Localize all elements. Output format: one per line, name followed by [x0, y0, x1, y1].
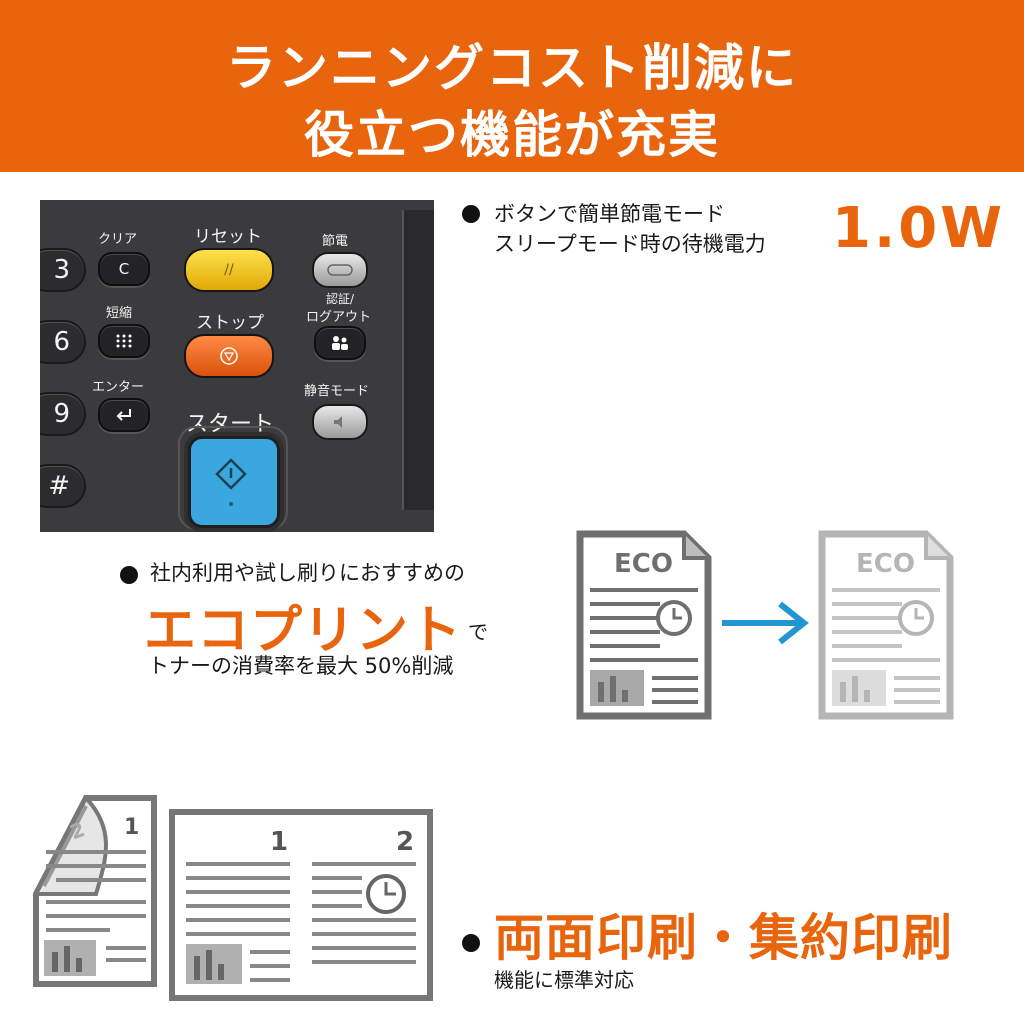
control-panel-photo: 3 6 9 # クリア C 短縮 エンター リセット // ストップ スタート	[40, 200, 434, 532]
clock-icon	[656, 600, 692, 636]
people-icon	[332, 336, 348, 350]
arrow-right-icon	[722, 601, 809, 645]
number-key-9[interactable]: 9	[40, 392, 86, 436]
duplex-title: 両面印刷・集約印刷	[494, 909, 953, 967]
number-key-3[interactable]: 3	[40, 248, 86, 292]
short-dial-label: 短縮	[106, 306, 133, 321]
stop-button[interactable]	[184, 334, 274, 378]
start-button-ring	[178, 426, 288, 530]
eco-line1: 社内利用や試し刷りにおすすめの	[150, 561, 465, 585]
eco-doc-label-light: ECO	[856, 549, 915, 579]
number-key-hash-label: #	[48, 471, 70, 501]
stop-label: ストップ	[196, 313, 264, 333]
flip-page-1: 1	[124, 815, 139, 840]
short-dial-button[interactable]	[98, 324, 150, 358]
duplex-flip-document: 1 2	[32, 794, 157, 987]
energy-save-button[interactable]	[312, 252, 368, 288]
clear-key-label: C	[118, 260, 130, 278]
number-key-6[interactable]: 6	[40, 320, 86, 364]
enter-label: エンター	[92, 380, 145, 395]
power-line2: スリープモード時の待機電力	[494, 232, 766, 256]
quiet-mode-button[interactable]	[312, 404, 368, 440]
keypad-icon	[116, 334, 132, 348]
number-key-hash[interactable]: #	[40, 464, 86, 508]
eco-doc-label: ECO	[614, 549, 673, 579]
clear-label: クリア	[98, 232, 138, 247]
bullet-icon	[120, 566, 138, 584]
start-button[interactable]	[188, 436, 280, 528]
nup-document: 1 2	[169, 809, 433, 1001]
number-key-3-label: 3	[53, 255, 70, 285]
bullet-icon	[462, 205, 480, 223]
auth-label-line2: ログアウト	[306, 310, 372, 325]
quiet-mode-label: 静音モード	[304, 384, 370, 399]
clock-icon	[898, 600, 934, 636]
start-label: スタート	[186, 412, 275, 437]
clock-icon	[366, 874, 406, 914]
clear-button[interactable]: C	[98, 252, 150, 286]
nup-page-2: 2	[396, 827, 414, 857]
energy-save-label: 節電	[322, 234, 349, 249]
power-line1: ボタンで簡単節電モード	[494, 202, 725, 226]
panel-edge	[402, 210, 434, 510]
banner-title-line1: ランニングコスト削減に	[226, 39, 798, 97]
diamond-start-icon	[215, 458, 247, 506]
bullet-icon	[462, 934, 480, 952]
standby-power-value: 1.0W	[832, 196, 1005, 261]
enter-button[interactable]	[98, 398, 150, 432]
eco-line3: トナーの消費率を最大 50%削減	[148, 654, 454, 678]
banner-title-line2: 役立つ機能が充実	[304, 106, 720, 164]
stop-icon	[220, 347, 238, 365]
eco-suffix: で	[468, 620, 488, 644]
reset-label: リセット	[194, 227, 262, 247]
auth-label-line1: 認証/	[326, 292, 355, 306]
header-banner: ランニングコスト削減に 役立つ機能が充実	[0, 0, 1024, 172]
eco-print-title: エコプリント	[144, 601, 463, 661]
duplex-sub: 機能に標準対応	[494, 968, 634, 992]
number-key-9-label: 9	[53, 399, 70, 429]
reset-key-label: //	[224, 262, 234, 278]
reset-button[interactable]: //	[184, 248, 274, 292]
eco-document-dark: ECO	[576, 530, 712, 720]
nup-page-1: 1	[270, 827, 288, 857]
auth-logout-button[interactable]	[314, 326, 366, 360]
leaf-icon	[327, 264, 353, 276]
number-key-6-label: 6	[53, 327, 70, 357]
enter-icon	[116, 409, 131, 421]
quiet-icon	[334, 416, 342, 428]
eco-document-light: ECO	[818, 530, 954, 720]
